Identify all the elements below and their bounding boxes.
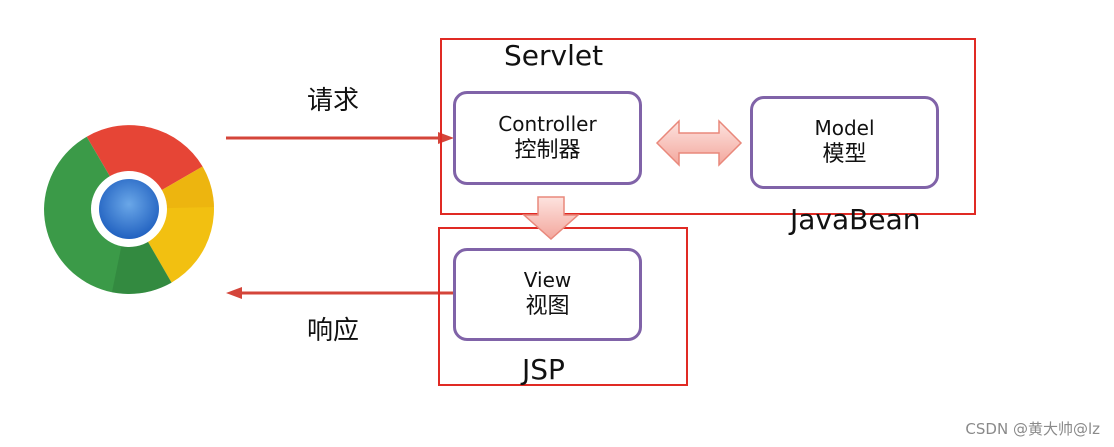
response-label: 响应 — [307, 316, 360, 346]
view-label-zh: 视图 — [525, 294, 570, 320]
jsp-label: JSP — [522, 353, 565, 386]
response-arrow — [226, 287, 454, 299]
request-arrow — [226, 132, 454, 144]
controller-label-zh: 控制器 — [514, 137, 581, 163]
controller-view-down-arrow — [522, 196, 580, 241]
servlet-group — [440, 38, 976, 215]
chrome-browser-icon — [44, 125, 214, 294]
view-node: View 视图 — [453, 248, 642, 341]
model-label-zh: 模型 — [822, 142, 867, 168]
model-node: Model 模型 — [750, 96, 939, 189]
footer-watermark: CSDN @黄大帅@lz — [965, 420, 1100, 438]
javabean-label: JavaBean — [790, 203, 921, 236]
servlet-label: Servlet — [504, 39, 604, 72]
controller-node: Controller 控制器 — [453, 91, 642, 185]
controller-label-en: Controller — [498, 111, 597, 136]
controller-model-bidirectional-arrow — [655, 119, 743, 167]
view-label-en: View — [523, 268, 572, 293]
request-label: 请求 — [307, 86, 360, 116]
model-label-en: Model — [814, 116, 875, 141]
